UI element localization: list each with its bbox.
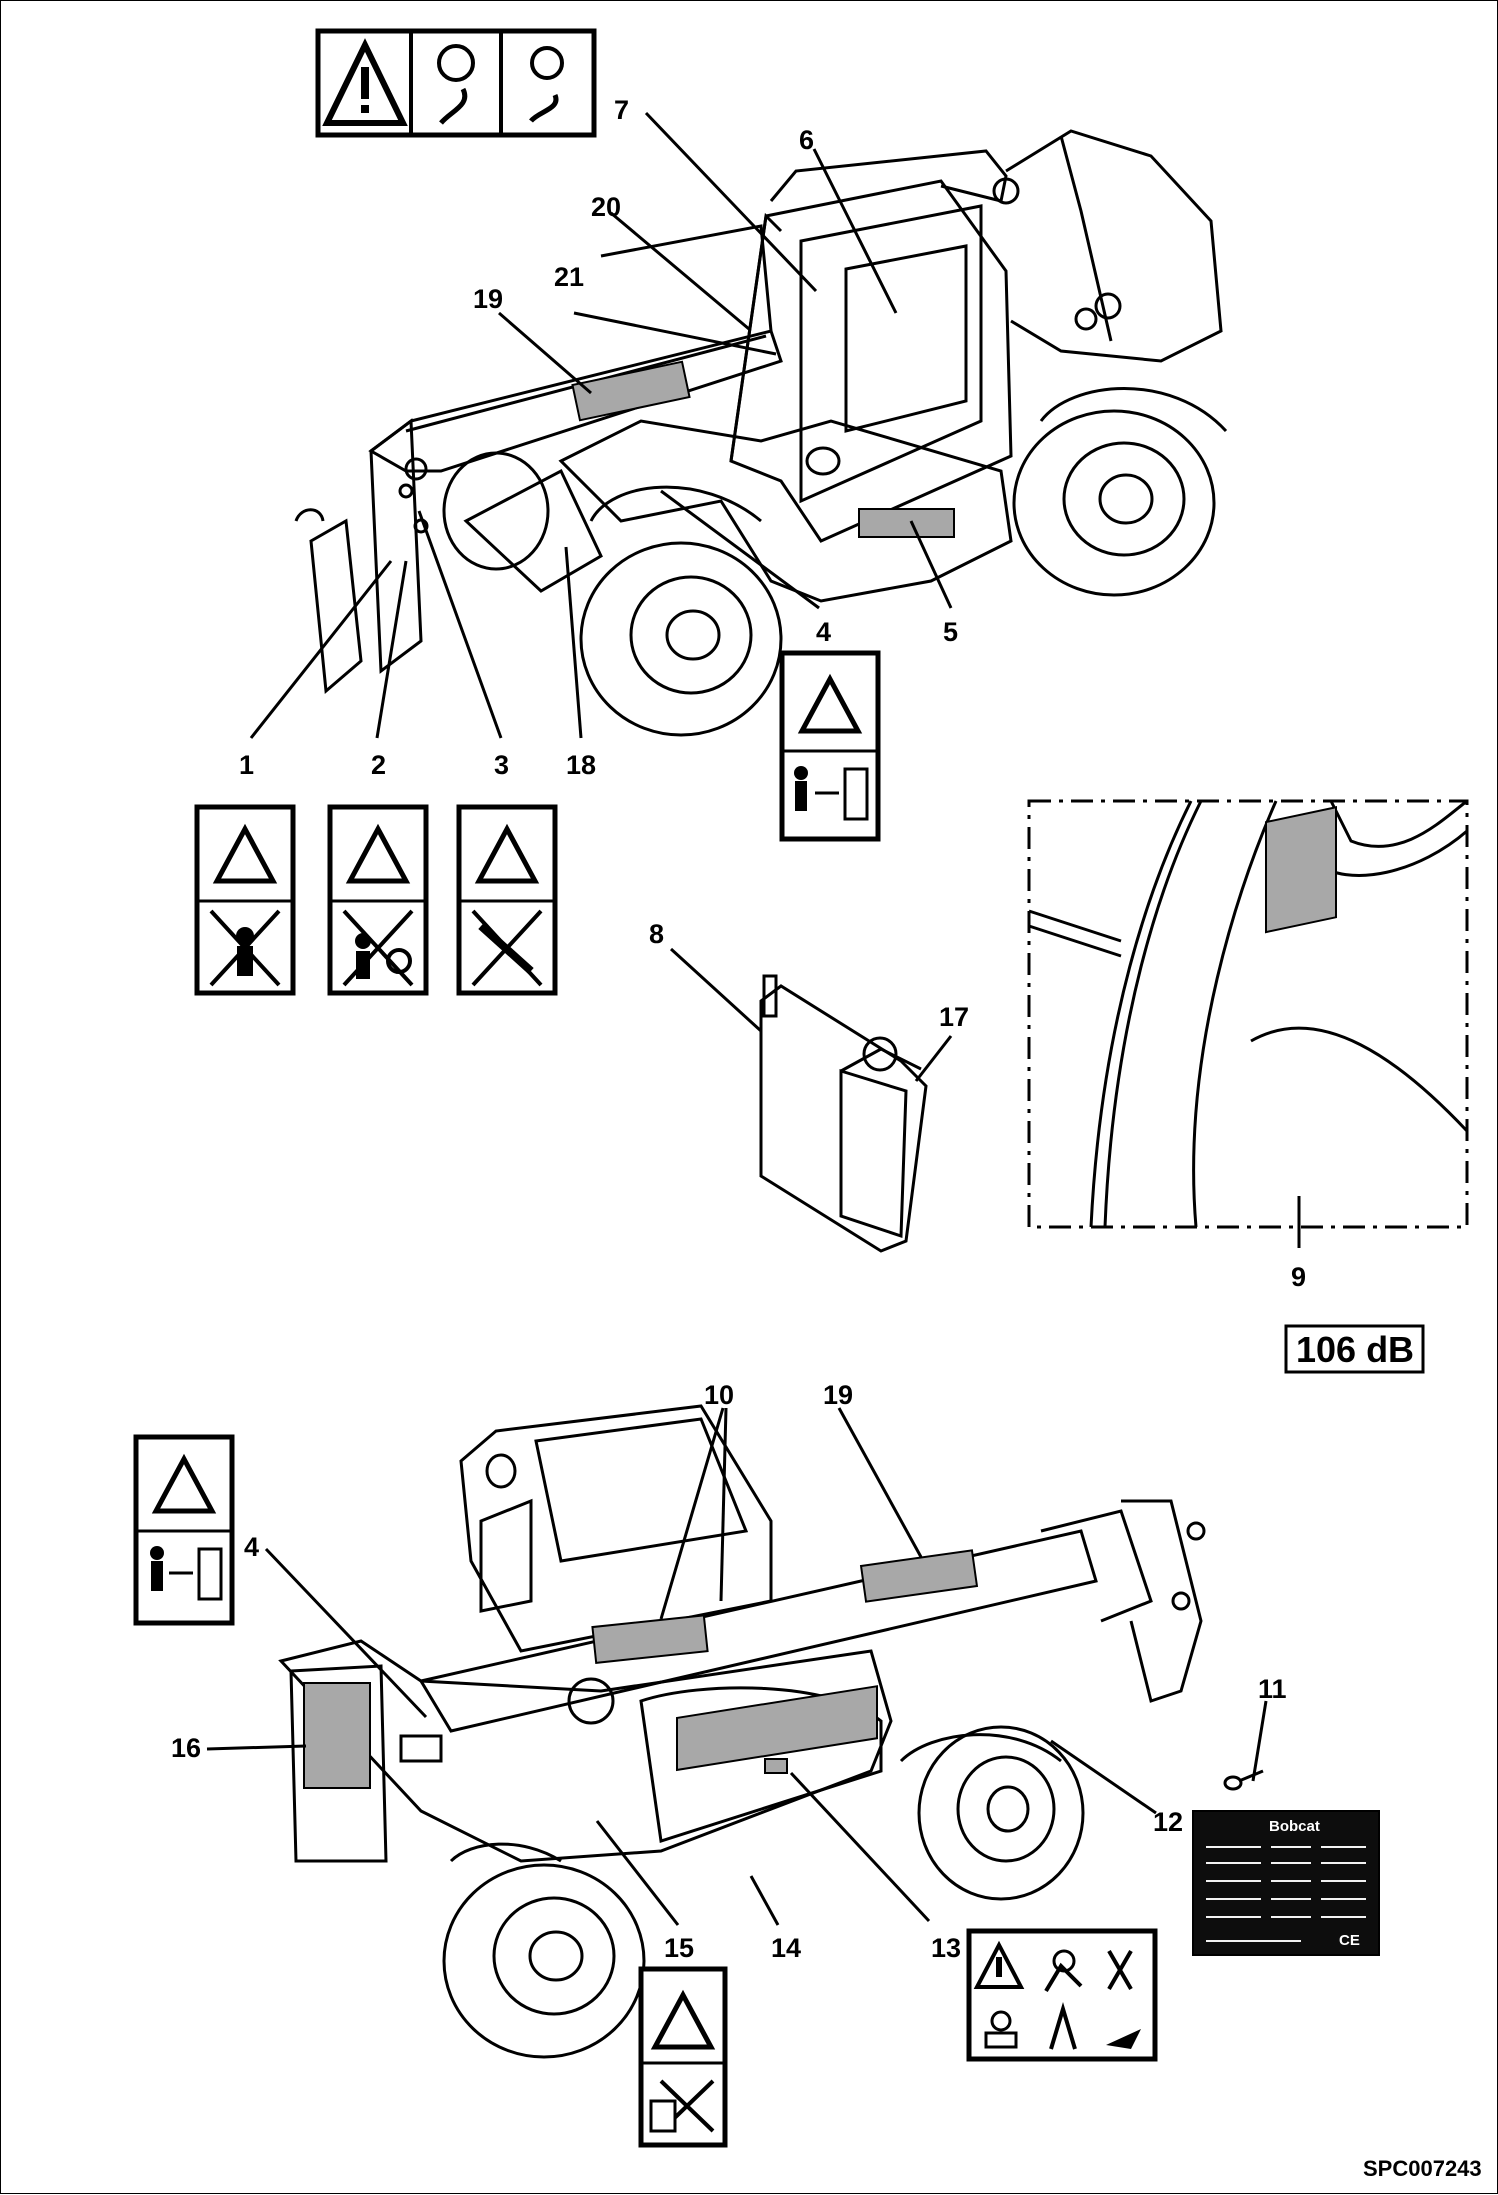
plate-brand: Bobcat	[1269, 1818, 1320, 1835]
decal-5	[858, 508, 955, 538]
callout-9: 9	[1291, 1262, 1306, 1292]
callout-4-top: 4	[816, 617, 831, 647]
serial-data-plate: Bobcat CE	[1192, 1810, 1380, 1956]
callout-18: 18	[566, 750, 596, 780]
callout-7: 7	[614, 95, 629, 125]
callout-10: 10	[704, 1380, 734, 1410]
decal-15	[638, 1966, 728, 2148]
drawing-code: SPC007243	[1363, 2156, 1482, 2181]
callout-11: 11	[1258, 1674, 1287, 1704]
decal-10	[591, 1614, 709, 1664]
decal-4-bottom	[133, 1434, 235, 1626]
callout-19-top: 19	[473, 284, 503, 314]
machine-bottom-illustration	[278, 1404, 1206, 2059]
detail-view-decal-9	[1027, 799, 1469, 1248]
callout-17: 17	[939, 1002, 969, 1032]
decal-16	[303, 1682, 371, 1789]
callout-3: 3	[494, 750, 509, 780]
callout-15: 15	[664, 1933, 694, 1963]
decal-top-three-panel	[315, 28, 597, 138]
decal-4-top	[779, 650, 881, 842]
decal-13-pictograms	[966, 1928, 1158, 2062]
callout-5: 5	[943, 617, 958, 647]
callout-1: 1	[239, 750, 254, 780]
callout-8: 8	[649, 919, 664, 949]
decal-14	[676, 1685, 878, 1772]
callouts-bottom	[206, 1407, 1268, 1926]
callout-4-bottom: 4	[244, 1532, 259, 1562]
callout-12: 12	[1153, 1807, 1183, 1837]
decal-19-bottom	[859, 1549, 979, 1603]
callout-20: 20	[591, 192, 621, 222]
callout-13: 13	[931, 1933, 961, 1963]
noise-level-text: 106 dB	[1296, 1329, 1414, 1370]
machine-top-illustration	[294, 129, 1228, 737]
callouts-top	[249, 111, 953, 739]
callout-6: 6	[799, 125, 814, 155]
decal-19-top	[571, 360, 691, 422]
decal-2	[327, 804, 429, 996]
rivet-11	[1223, 1769, 1264, 1791]
decal-13	[764, 1758, 788, 1774]
callout-21: 21	[554, 262, 584, 292]
callout-16: 16	[171, 1733, 201, 1763]
callout-14: 14	[771, 1933, 801, 1963]
decal-3	[456, 804, 558, 996]
callout-2: 2	[371, 750, 386, 780]
decal-1	[194, 804, 296, 996]
fuel-tank-illustration	[669, 947, 953, 1253]
noise-level-label: 106 dB	[1284, 1324, 1425, 1374]
callout-19-bottom: 19	[823, 1380, 853, 1410]
plate-ce-mark: CE	[1339, 1932, 1360, 1949]
